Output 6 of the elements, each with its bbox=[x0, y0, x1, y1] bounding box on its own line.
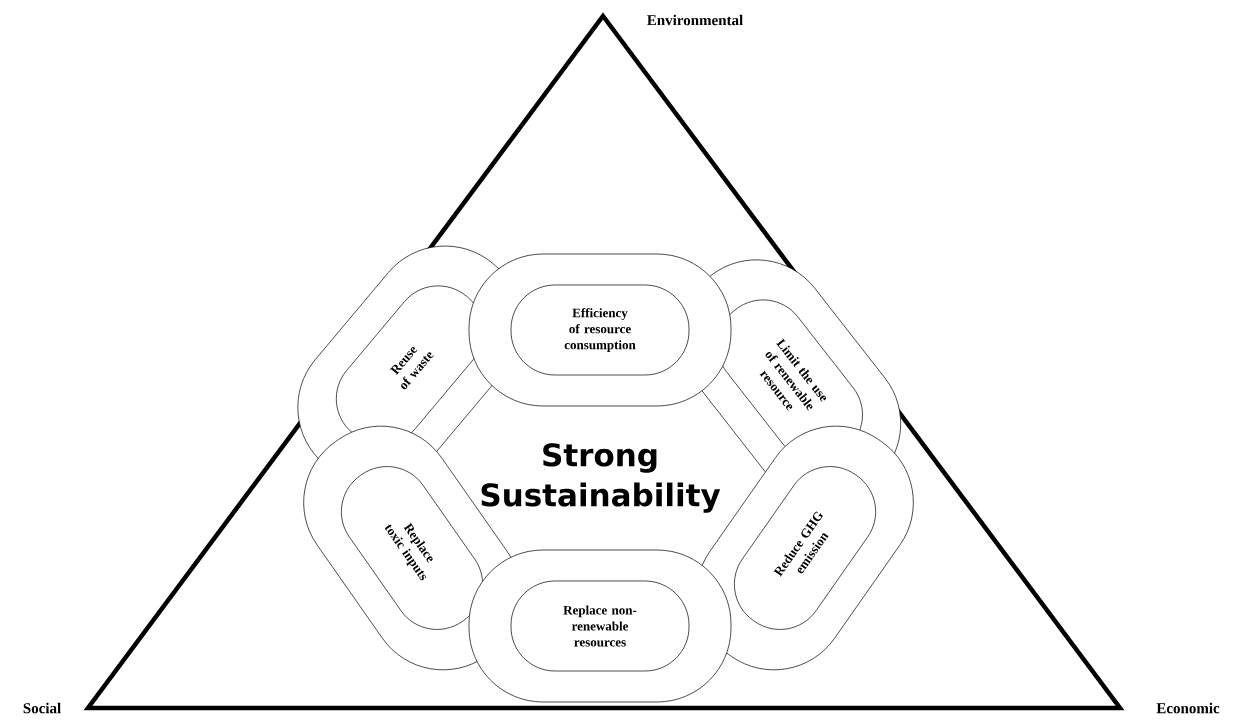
link-label: Efficiency of resource consumption bbox=[564, 308, 636, 352]
corner-label: Economic bbox=[1156, 702, 1220, 714]
corner-label: Social bbox=[23, 702, 61, 714]
corner-label: Environmental bbox=[647, 14, 743, 26]
center-title: Strong Sustainability bbox=[481, 443, 721, 513]
link-label: Replace non-renewable resources bbox=[563, 605, 637, 647]
